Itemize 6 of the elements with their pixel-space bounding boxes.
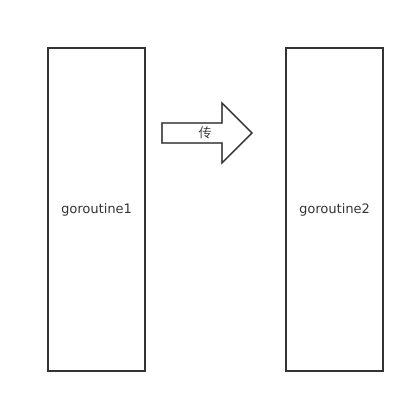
node-label: goroutine1 <box>61 202 132 217</box>
process-box <box>285 47 384 372</box>
block-arrow <box>161 101 254 165</box>
node-label: goroutine2 <box>299 202 370 217</box>
edge-label: 传 <box>198 126 212 140</box>
process-box <box>47 47 146 372</box>
